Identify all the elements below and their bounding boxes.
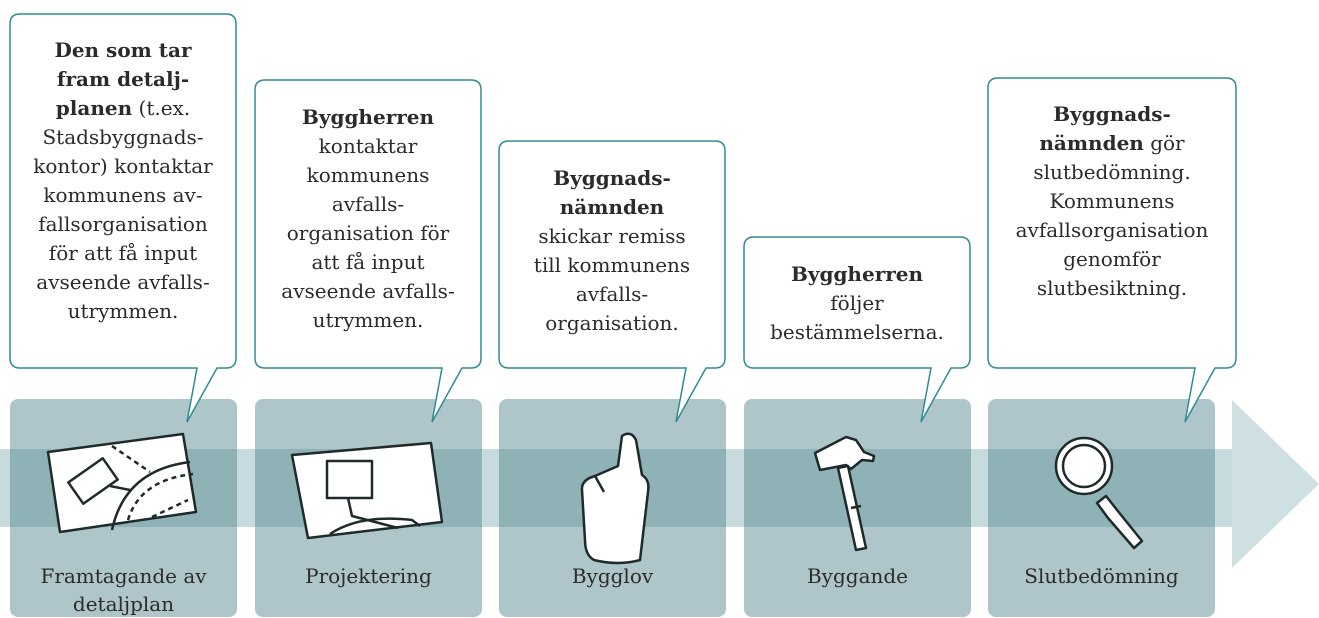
timeline-gap-3 bbox=[726, 449, 744, 527]
building-plan-icon bbox=[290, 441, 444, 540]
stage-label-1: Framtagande av detaljplan bbox=[40, 564, 207, 616]
bubble-4-body: följer bestämmelserna. bbox=[770, 291, 944, 344]
bubble-1 bbox=[9, 13, 237, 423]
timeline-gap-4 bbox=[971, 449, 988, 527]
stage-label-3: Bygglov bbox=[571, 564, 654, 588]
timeline-gap-2 bbox=[482, 449, 499, 527]
bubble-2-lead: Byggherren bbox=[301, 105, 435, 129]
bubble-1-body: (t.ex. Stadsbyggnads-kontor) kontaktar k… bbox=[33, 96, 213, 323]
stage-label-4: Byggande bbox=[806, 564, 909, 588]
bubble-1-lead: Den som tar fram detalj-planen bbox=[54, 38, 192, 120]
bubble-text-3: Byggnads-nämnden skickar remiss till kom… bbox=[530, 164, 694, 338]
timeline-gap-1 bbox=[237, 449, 255, 527]
bubble-4 bbox=[743, 236, 971, 423]
timeline-gap-5 bbox=[1215, 449, 1232, 527]
bubble-5 bbox=[987, 77, 1237, 423]
magnifier-icon bbox=[1054, 436, 1144, 550]
stage-label-5: Slutbedömning bbox=[1024, 564, 1179, 588]
bubble-text-2: Byggherren kontaktar kommunens avfalls-o… bbox=[275, 103, 461, 335]
bubble-text-5: Byggnads-nämnden gör slutbedömning. Komm… bbox=[1004, 100, 1220, 303]
bubble-3 bbox=[498, 140, 726, 423]
thumbs-up-icon bbox=[580, 432, 650, 565]
hammer-icon bbox=[813, 435, 876, 552]
bubble-5-lead: Byggnads-nämnden bbox=[1039, 102, 1171, 155]
bubble-text-4: Byggherren följer bestämmelserna. bbox=[762, 260, 952, 347]
bubble-5-body: gör slutbedömning. Kommunens avfallsorga… bbox=[1015, 131, 1209, 300]
bubble-3-lead: Byggnads-nämnden bbox=[553, 166, 671, 219]
bubble-2 bbox=[254, 79, 482, 423]
bubble-2-body: kontaktar kommunens avfalls-organisation… bbox=[281, 134, 455, 332]
bubble-4-lead: Byggherren bbox=[790, 262, 924, 286]
bubble-text-1: Den som tar fram detalj-planen (t.ex. St… bbox=[28, 36, 218, 326]
timeline-band-light-left bbox=[0, 449, 10, 527]
timeline-arrow-head bbox=[1232, 400, 1319, 568]
map-plan-icon bbox=[46, 432, 198, 534]
bubble-3-body: skickar remiss till kommunens avfalls-or… bbox=[533, 224, 691, 335]
stage-label-2: Projektering bbox=[305, 564, 432, 588]
